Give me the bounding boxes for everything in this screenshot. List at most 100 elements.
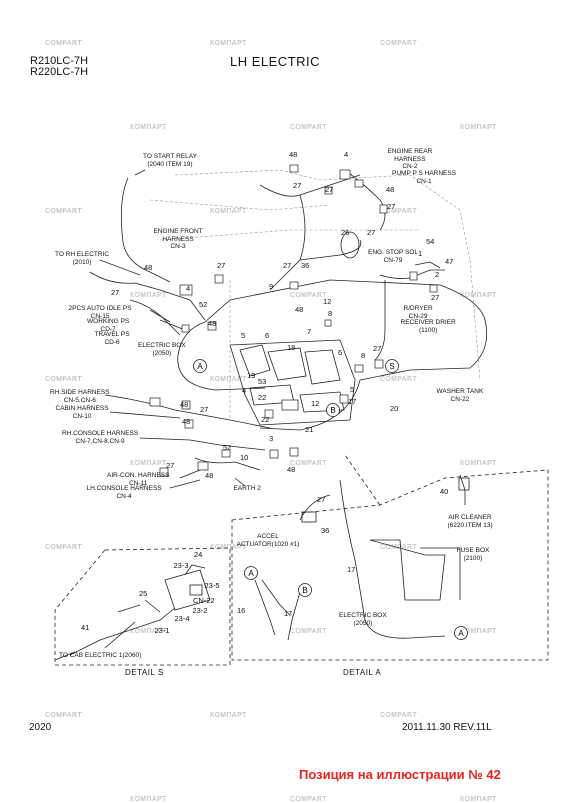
- watermark: КОМПАРТ: [130, 460, 167, 467]
- reference-markers: A S B A B A: [193, 359, 468, 640]
- watermark: КОМПАРТ: [210, 544, 247, 551]
- svg-text:A: A: [248, 569, 254, 578]
- label-electric-box: ELECTRIC BOX (2050): [138, 342, 186, 357]
- part-number: 7: [307, 327, 312, 336]
- part-number: 8: [361, 351, 366, 360]
- part-number: 1: [418, 249, 423, 258]
- label-cabin-harness: CABIN HARNESS CN-10: [55, 405, 109, 420]
- part-number: 6: [338, 348, 343, 357]
- part-number: 48: [386, 185, 395, 194]
- label-washer-tank: WASHER TANK CN-22: [436, 388, 484, 403]
- label-engine-rear: ENGINE REAR HARNESS CN-2: [387, 148, 433, 170]
- detail-s-frame: [54, 547, 231, 666]
- position-note: Позиция на иллюстрации № 42: [299, 767, 501, 782]
- part-number: 48: [180, 400, 189, 409]
- label-pump-ps: PUMP P S HARNESS CN-1: [392, 170, 457, 185]
- watermark: COMPART: [45, 40, 82, 47]
- label-rdryer: R/DRYER CN-29: [403, 305, 433, 320]
- part-number: 25: [139, 589, 148, 598]
- part-number: 17: [284, 609, 293, 618]
- part-number: 12: [311, 399, 320, 408]
- detail-a-title: DETAIL A: [343, 668, 382, 677]
- part-number: 23-2: [192, 606, 208, 615]
- part-number: 48: [205, 471, 214, 480]
- part-number: 27: [283, 261, 292, 270]
- part-number: 54: [426, 237, 435, 246]
- label-working-ps: WORKING PS CD-7: [87, 318, 130, 333]
- watermark: COMPART: [45, 712, 82, 719]
- part-number: 23-4: [174, 614, 190, 623]
- watermark: COMPART: [45, 208, 82, 215]
- watermark: КОМПАРТ: [460, 292, 497, 299]
- label-auto-idle: 2PCS AUTO IDLE PS CN-15: [68, 305, 132, 320]
- marker-a: A: [244, 566, 258, 580]
- watermark: COMPART: [290, 292, 327, 299]
- part-number: 22: [258, 393, 267, 402]
- part-number: 23-3: [173, 561, 189, 570]
- harness-start-relay: [120, 177, 171, 283]
- part-number: 27: [431, 293, 440, 302]
- watermark: КОМПАРТ: [210, 208, 247, 215]
- model-line-2: R220LC-7H: [30, 66, 89, 78]
- part-number: 4: [242, 386, 247, 395]
- svg-text:A: A: [458, 629, 464, 638]
- svg-text:B: B: [302, 586, 307, 595]
- part-number: 27: [373, 344, 382, 353]
- watermark: КОМПАРТ: [460, 628, 497, 635]
- watermark: COMPART: [290, 628, 327, 635]
- harness-pump: [344, 169, 386, 231]
- part-number: 9: [269, 282, 274, 291]
- part-number: 23-5: [204, 581, 220, 590]
- part-number: 6: [265, 331, 270, 340]
- part-number: 27: [166, 461, 175, 470]
- revision-stamp: 2011.11.30 REV.11L: [402, 722, 492, 733]
- svg-text:B: B: [330, 406, 335, 415]
- part-number: 40: [440, 487, 449, 496]
- part-number: 48: [144, 263, 153, 272]
- part-number: 36: [301, 261, 310, 270]
- watermark: COMPART: [45, 544, 82, 551]
- label-rh-slide: RH.SIDE HARNESS CN-5,CN-6: [50, 389, 110, 404]
- part-number: 48: [182, 417, 191, 426]
- watermark: COMPART: [380, 40, 417, 47]
- label-aircon: AIR-CON. HARNESS CN-11: [107, 472, 170, 487]
- label-fuse-box: FUSE BOX (2100): [456, 547, 490, 562]
- part-number: 21: [305, 425, 314, 434]
- marker-a: A: [454, 626, 468, 640]
- marker-b: B: [298, 583, 312, 597]
- part-number: 10: [240, 453, 249, 462]
- marker-a: A: [193, 359, 207, 373]
- label-air-cleaner: AIR CLEANER (6220.ITEM 13): [447, 514, 493, 529]
- watermark: КОМПАРТ: [130, 292, 167, 299]
- label-start-relay: TO START RELAY (2040 ITEM 19): [143, 153, 197, 168]
- part-number: 27: [293, 181, 302, 190]
- part-number: 26: [341, 228, 350, 237]
- watermark: КОМПАРТ: [210, 712, 247, 719]
- part-number: 53: [258, 377, 267, 386]
- watermark: COMPART: [380, 712, 417, 719]
- label-eng-stop: ENG. STOP SOL CN-79: [368, 249, 418, 264]
- watermark: COMPART: [380, 376, 417, 383]
- label-receiver-drier: RECEIVER DRIER (1100): [400, 319, 456, 334]
- part-number: 48: [287, 465, 296, 474]
- part-number: 17: [348, 397, 357, 406]
- part-number: 8: [328, 309, 333, 318]
- watermark: КОМПАРТ: [210, 40, 247, 47]
- part-number: 3: [269, 434, 274, 443]
- watermark: КОМПАРТ: [460, 124, 497, 131]
- detail-a-frame: [231, 469, 549, 661]
- part-number: 5: [241, 331, 246, 340]
- part-number: 19: [247, 371, 256, 380]
- part-number: 41: [81, 623, 90, 632]
- marker-s: S: [385, 359, 399, 373]
- watermark: COMPART: [290, 124, 327, 131]
- part-number: 16: [237, 606, 246, 615]
- part-number: 27: [200, 405, 209, 414]
- part-number: 4: [344, 150, 349, 159]
- marker-b: B: [326, 403, 340, 417]
- part-number: 4: [186, 284, 191, 293]
- electric-box-outline: [229, 339, 356, 426]
- part-number: 52: [199, 300, 208, 309]
- part-number: 47: [445, 257, 454, 266]
